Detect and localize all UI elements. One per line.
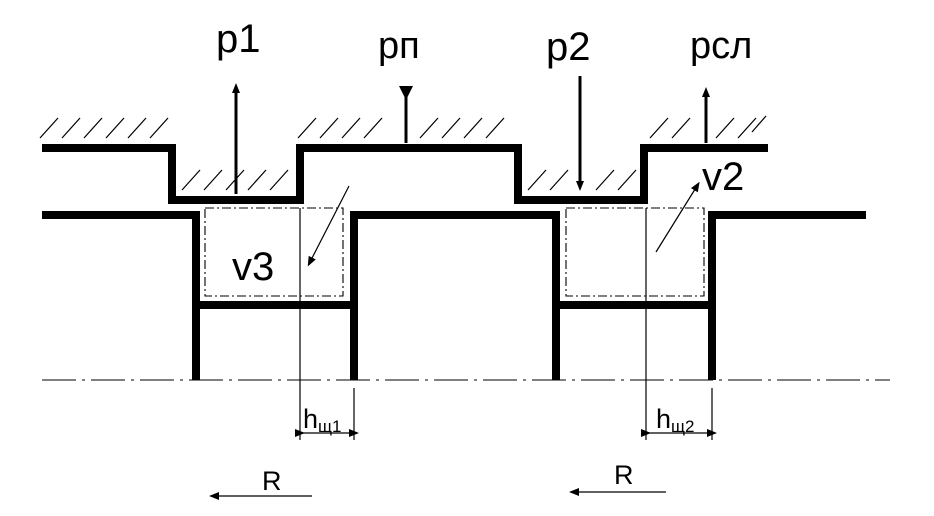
control-volume-v2: [565, 207, 705, 297]
v2-flow-arrow: [655, 181, 700, 253]
label-slot-width-1: hщ1: [303, 404, 341, 436]
housing-hatching: [39, 115, 767, 191]
slot-dimension-2: [641, 208, 717, 440]
label-p1: p1: [216, 17, 261, 61]
label-slot-width-1-sub: щ1: [318, 417, 341, 436]
label-v3: v3: [232, 245, 274, 289]
control-volume-v3: [204, 207, 344, 297]
label-slot-width-2-sub: щ2: [671, 417, 694, 436]
slot-dimension-1: [295, 208, 359, 440]
pp-arrow-tip: [399, 86, 413, 100]
label-p2: p2: [546, 25, 591, 69]
label-slot-width-1-main: h: [303, 404, 318, 434]
v3-flow-arrow: [307, 185, 350, 267]
label-r-left: R: [262, 466, 282, 496]
label-psl: pсл: [690, 25, 752, 67]
label-pp: pп: [378, 25, 420, 67]
label-v2: v2: [702, 155, 744, 199]
housing-contour: [42, 144, 768, 204]
spool-body: [42, 211, 866, 380]
label-slot-width-2: hщ2: [656, 404, 694, 436]
label-r-right: R: [614, 460, 634, 490]
label-slot-width-2-main: h: [656, 404, 671, 434]
